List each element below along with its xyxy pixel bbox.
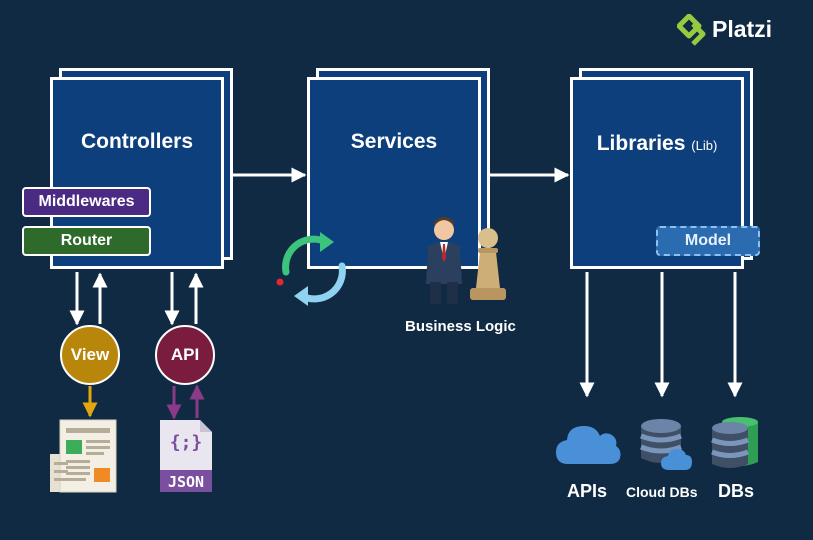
middlewares-pill: Middlewares [22,187,151,217]
router-pill: Router [22,226,151,256]
json-label-text: JSON [167,473,205,491]
target-label-dbs: DBs [718,481,755,501]
json-file-icon: {;} JSON [158,418,214,494]
brand-name: Platzi [712,16,773,42]
libraries-title-suffix: (Lib) [691,138,718,153]
model-pill: Model [656,226,760,256]
controllers-title: Controllers [80,130,193,153]
json-braces-text: {;} [169,432,203,453]
database-stack-icon [711,417,758,468]
newspaper-document-icon [50,419,117,493]
refresh-cycle-icon [276,232,346,306]
platzi-logo-icon [677,14,706,46]
cloud-icon [556,426,621,464]
cloud-database-icon [640,419,692,470]
libraries-title-main: Libraries [596,132,686,155]
api-circle: API [155,325,215,385]
businessman-chess-pawn-icon [426,217,506,304]
target-label-cloud-dbs: Cloud DBs [626,484,698,500]
services-box: Services [307,77,481,269]
json-file-shape [160,420,212,492]
libraries-title: Libraries (Lib) [573,132,741,156]
view-circle: View [60,325,120,385]
services-title: Services [350,130,438,153]
target-label-apis: APIs [567,481,608,501]
business-logic-label: Business Logic [405,318,516,335]
